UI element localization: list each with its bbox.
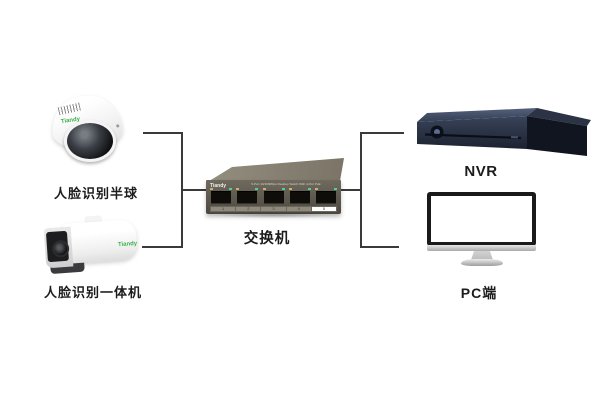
wire-left-vertical bbox=[181, 132, 183, 248]
port-led-amber bbox=[210, 188, 213, 190]
pc-monitor-stand-neck bbox=[471, 251, 493, 260]
nvr-front-face bbox=[417, 116, 527, 149]
port-led-amber bbox=[236, 188, 240, 190]
wire-junction-to-switch-left bbox=[183, 189, 209, 191]
rj45-jack bbox=[263, 191, 284, 204]
nvr-indicator bbox=[510, 136, 519, 139]
nvr-front-slot bbox=[424, 133, 522, 140]
port-led-amber bbox=[288, 188, 292, 190]
port-number: 2 bbox=[236, 207, 262, 211]
ethernet-port bbox=[236, 188, 259, 204]
bullet-camera: Tiandy bbox=[43, 213, 143, 280]
ethernet-port bbox=[210, 188, 232, 204]
nvr-device bbox=[413, 106, 591, 161]
port-led-green bbox=[255, 188, 259, 190]
switch-shadow bbox=[210, 212, 338, 218]
port-number: 5 bbox=[311, 207, 337, 211]
switch-front-face: Tiandy 5-Port 10/100Mbps Desktop Switch … bbox=[206, 180, 341, 214]
poe-switch: Tiandy 5-Port 10/100Mbps Desktop Switch … bbox=[204, 156, 346, 220]
rj45-jack bbox=[316, 191, 336, 204]
rj45-jack bbox=[237, 191, 258, 204]
switch-label: 交换机 bbox=[243, 231, 291, 247]
port-number: 3 bbox=[261, 207, 287, 211]
switch-panel-text: 5-Port 10/100Mbps Desktop Switch With 4-… bbox=[251, 182, 321, 186]
nvr-top-face bbox=[417, 108, 537, 122]
switch-port-row bbox=[210, 188, 337, 204]
switch-brand-logo: Tiandy bbox=[210, 183, 227, 189]
port-led-green bbox=[229, 188, 232, 190]
wire-bullet-to-junction bbox=[142, 246, 183, 248]
dome-camera: Tiandy bbox=[50, 94, 126, 162]
pc-monitor-stand-base bbox=[461, 259, 503, 266]
dome-camera-lens-glass bbox=[64, 120, 116, 162]
bullet-camera-face bbox=[45, 230, 70, 263]
wire-right-vertical bbox=[360, 132, 362, 248]
nvr-label: NVR bbox=[464, 163, 498, 180]
rj45-jack bbox=[211, 191, 231, 204]
bullet-camera-body: Tiandy bbox=[61, 218, 139, 265]
nvr-side-face bbox=[527, 116, 587, 156]
port-led-amber bbox=[315, 188, 318, 190]
dome-camera-barcode bbox=[57, 102, 81, 116]
wire-dome-to-junction bbox=[143, 132, 183, 134]
ethernet-port bbox=[315, 188, 337, 204]
switch-port-number-strip: 1 2 3 4 5 bbox=[210, 206, 337, 212]
bullet-camera-label: 人脸识别一体机 bbox=[43, 285, 143, 300]
bullet-camera-brand-logo: Tiandy bbox=[117, 240, 138, 249]
port-number: 1 bbox=[211, 207, 237, 211]
wire-switch-to-junction-right bbox=[337, 189, 362, 191]
ethernet-port bbox=[288, 188, 311, 204]
dome-camera-side-dot bbox=[116, 124, 120, 128]
nvr-power-button bbox=[434, 129, 440, 135]
nvr-top-right-face bbox=[527, 108, 591, 126]
pc-monitor-screen bbox=[427, 192, 536, 246]
port-led-amber bbox=[262, 188, 266, 190]
dome-camera-label: 人脸识别半球 bbox=[53, 186, 139, 201]
bullet-camera-lens bbox=[51, 239, 70, 258]
rj45-jack bbox=[289, 191, 310, 204]
pc-label: PC端 bbox=[460, 285, 498, 301]
port-led-green bbox=[307, 188, 311, 190]
port-number: 4 bbox=[287, 207, 312, 211]
nvr-drawing bbox=[417, 108, 591, 156]
pc-monitor-chin bbox=[427, 245, 536, 251]
ethernet-port bbox=[262, 188, 285, 204]
port-led-green bbox=[334, 188, 337, 190]
wire-junction-to-nvr bbox=[362, 132, 404, 134]
port-led-green bbox=[281, 188, 285, 190]
wire-junction-to-pc bbox=[362, 246, 399, 248]
bullet-camera-head bbox=[43, 226, 74, 269]
